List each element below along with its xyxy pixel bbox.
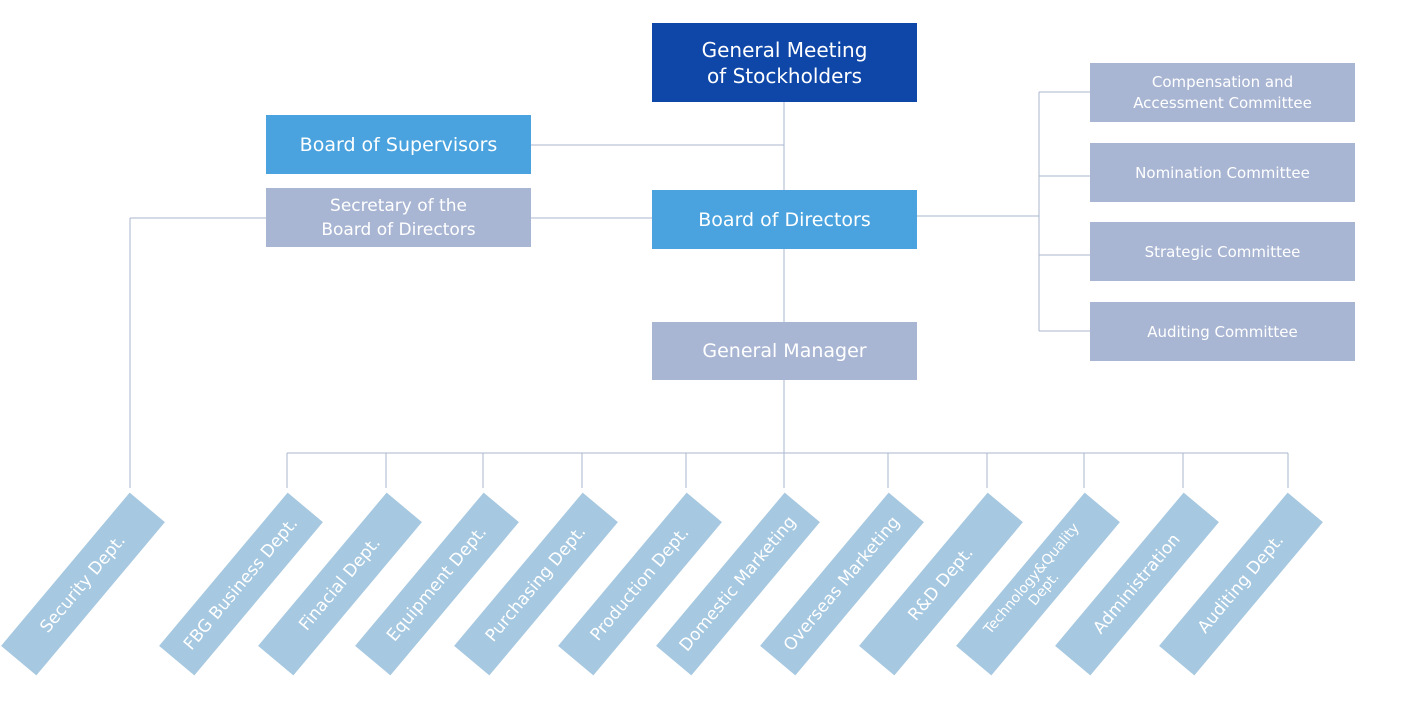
board-of-supervisors-box: Board of Supervisors <box>266 115 531 174</box>
general-meeting-box: General Meeting of Stockholders <box>652 23 917 102</box>
auditing-committee-box: Auditing Committee <box>1090 302 1355 361</box>
nomination-committee-box: Nomination Committee <box>1090 143 1355 202</box>
board-of-directors-box: Board of Directors <box>652 190 917 249</box>
secretary-box: Secretary of the Board of Directors <box>266 188 531 247</box>
strategic-committee-box: Strategic Committee <box>1090 222 1355 281</box>
compensation-committee-box: Compensation and Accessment Committee <box>1090 63 1355 122</box>
general-manager-box: General Manager <box>652 322 917 380</box>
